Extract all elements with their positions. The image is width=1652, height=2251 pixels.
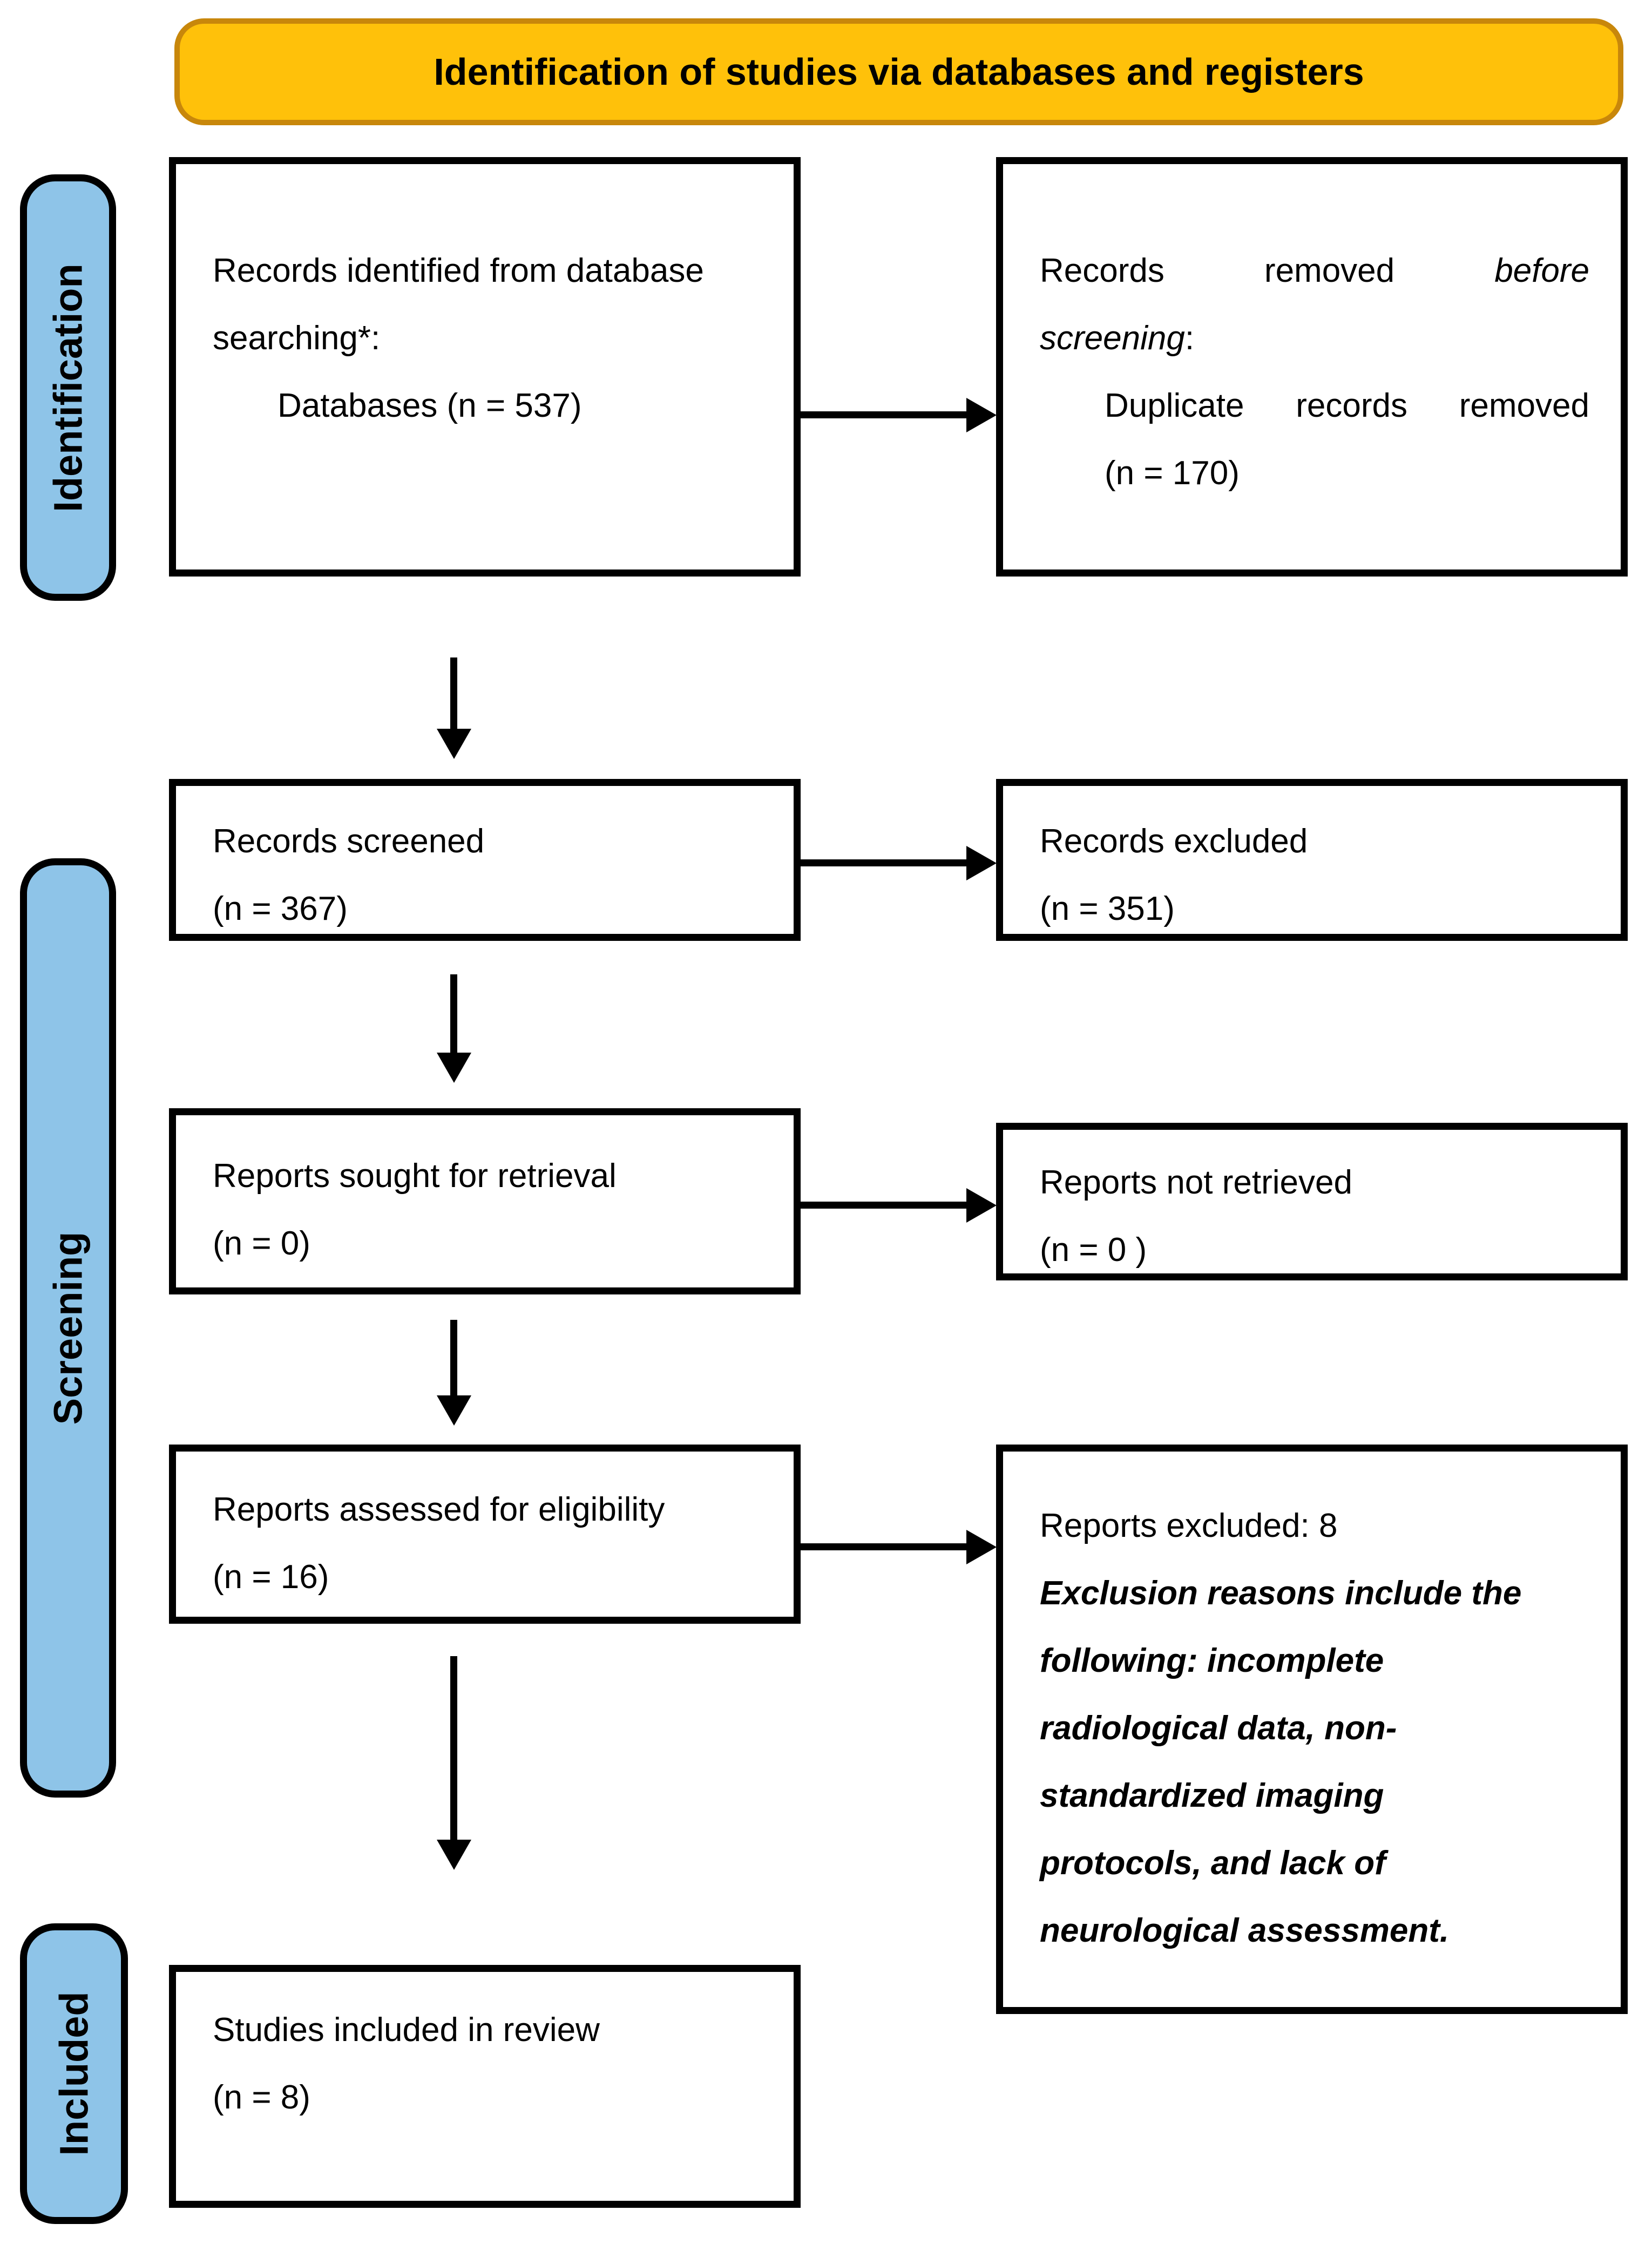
text-segment: Reports sought for retrieval <box>213 1157 617 1195</box>
text-segment: radiological data, non- <box>1040 1710 1397 1747</box>
box-line: (n = 0) <box>213 1210 762 1277</box>
down-arrow-icon <box>450 1320 457 1395</box>
text-segment: screening <box>1040 320 1185 357</box>
stage-label-identification: Identification <box>20 174 116 601</box>
down-arrow-icon <box>450 657 457 729</box>
text-segment: Reports excluded: 8 <box>1040 1507 1338 1544</box>
text-segment: before <box>1494 252 1589 289</box>
right-arrow-icon <box>801 1202 966 1209</box>
down-arrow-head-icon <box>437 1053 471 1083</box>
box-line: (n = 8) <box>213 2064 762 2131</box>
text-segment: Records screened <box>213 823 485 860</box>
banner-title-text: Identification of studies via databases … <box>434 51 1364 93</box>
box-line: radiological data, non- <box>1040 1694 1589 1762</box>
text-segment: Studies included in review <box>213 2011 600 2049</box>
text-segment: (n = 0) <box>213 1225 310 1262</box>
box-reports-sought: Reports sought for retrieval (n = 0) <box>169 1108 801 1294</box>
text-segment: searching*: <box>213 320 381 357</box>
box-line: screening: <box>1040 304 1589 372</box>
text-segment: records <box>1296 387 1407 424</box>
stage-label-included: Included <box>20 1923 128 2224</box>
stage-label-screening: Screening <box>20 858 116 1798</box>
text-segment: protocols, and lack of <box>1040 1845 1386 1882</box>
text-segment: (n = 16) <box>213 1558 329 1596</box>
right-arrow-head-icon <box>966 1530 997 1564</box>
right-arrow-icon <box>801 859 966 866</box>
box-records-identified: Records identified from database searchin… <box>169 157 801 577</box>
box-line: Duplicate records removed <box>1040 372 1589 439</box>
box-records-removed: Records removed before screening: Duplicate r… <box>996 157 1628 577</box>
box-line: (n = 16) <box>213 1543 762 1611</box>
text-segment: removed <box>1459 387 1589 424</box>
right-arrow-icon <box>801 411 966 418</box>
text-segment: Records excluded <box>1040 823 1308 860</box>
box-line: Reports excluded: 8 <box>1040 1492 1589 1560</box>
stage-label-screening-text: Screening <box>45 1231 91 1425</box>
text-segment: (n = 170) <box>1105 455 1240 492</box>
text-segment: Records identified from database <box>213 252 704 289</box>
stage-label-identification-text: Identification <box>45 263 91 512</box>
box-line: Records identified from database <box>213 237 762 304</box>
box-reports-not-retrieved: Reports not retrieved (n = 0 ) <box>996 1123 1628 1280</box>
right-arrow-head-icon <box>966 398 997 432</box>
text-segment: following: incomplete <box>1040 1642 1384 1679</box>
text-segment: Databases (n = 537) <box>277 387 582 424</box>
right-arrow-head-icon <box>966 1188 997 1223</box>
box-line: Records excluded <box>1040 808 1589 875</box>
box-line: Exclusion reasons include the <box>1040 1560 1589 1627</box>
box-line: (n = 351) <box>1040 875 1589 943</box>
box-line: neurological assessment. <box>1040 1897 1589 1964</box>
banner-title: Identification of studies via databases … <box>174 18 1623 125</box>
down-arrow-icon <box>450 1656 457 1840</box>
text-segment: (n = 0 ) <box>1040 1231 1147 1269</box>
box-line: searching*: <box>213 304 762 372</box>
box-line: standardized imaging <box>1040 1762 1589 1829</box>
text-segment: Duplicate <box>1105 387 1244 424</box>
box-line: Reports not retrieved <box>1040 1149 1589 1216</box>
text-segment: neurological assessment. <box>1040 1912 1450 1949</box>
box-line: Databases (n = 537) <box>213 372 762 439</box>
text-segment: (n = 351) <box>1040 890 1175 927</box>
box-line: (n = 0 ) <box>1040 1216 1589 1284</box>
down-arrow-head-icon <box>437 1395 471 1426</box>
box-line: protocols, and lack of <box>1040 1829 1589 1897</box>
box-line: Reports assessed for eligibility <box>213 1476 762 1543</box>
text-segment: Records <box>1040 252 1164 289</box>
box-studies-included: Studies included in review (n = 8) <box>169 1965 801 2208</box>
stage-label-included-text: Included <box>51 1991 97 2156</box>
box-reports-excluded: Reports excluded: 8 Exclusion reasons inc… <box>996 1445 1628 2014</box>
text-segment: Reports not retrieved <box>1040 1164 1352 1201</box>
text-segment: Exclusion reasons include the <box>1040 1575 1522 1612</box>
down-arrow-head-icon <box>437 1840 471 1870</box>
text-segment: : <box>1184 320 1195 357</box>
text-segment: (n = 8) <box>213 2079 310 2116</box>
right-arrow-icon <box>801 1543 966 1550</box>
box-line: Reports sought for retrieval <box>213 1142 762 1210</box>
box-reports-assessed: Reports assessed for eligibility (n = 16) <box>169 1445 801 1624</box>
box-line: (n = 170) <box>1040 439 1589 507</box>
box-line: Records removed before <box>1040 237 1589 304</box>
text-segment: removed <box>1264 252 1395 289</box>
text-segment: standardized imaging <box>1040 1777 1384 1814</box>
box-line: (n = 367) <box>213 875 762 943</box>
right-arrow-head-icon <box>966 846 997 880</box>
down-arrow-icon <box>450 974 457 1053</box>
box-line: Records screened <box>213 808 762 875</box>
text-segment: Reports assessed for eligibility <box>213 1491 665 1528</box>
box-line: following: incomplete <box>1040 1627 1589 1694</box>
box-records-screened: Records screened (n = 367) <box>169 779 801 941</box>
text-segment: (n = 367) <box>213 890 348 927</box>
box-line: Studies included in review <box>213 1996 762 2064</box>
box-records-excluded: Records excluded (n = 351) <box>996 779 1628 941</box>
down-arrow-head-icon <box>437 729 471 759</box>
